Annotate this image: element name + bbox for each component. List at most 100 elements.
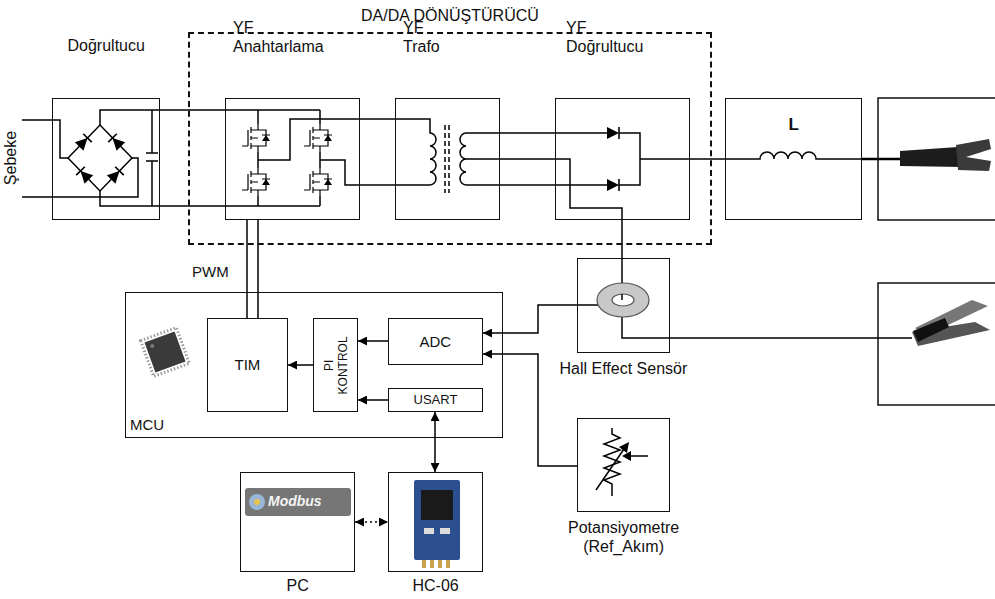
board-component [440, 528, 450, 534]
diode-symbol [75, 134, 92, 151]
node-label: YF Anahtarlama [233, 18, 324, 56]
mosfet-symbol [304, 168, 332, 196]
secondary-winding [460, 133, 500, 185]
transformer-box: YF Trafo [395, 98, 500, 220]
mcu-chip-icon [141, 328, 190, 377]
bridge-output [258, 119, 360, 185]
node-label: DA/DA DÖNÜŞTÜRÜCÜ [361, 6, 539, 25]
node-label: Potansiyometre (Ref_Akım) [568, 518, 679, 556]
node-label: Doğrultucu [68, 36, 145, 55]
connector [355, 521, 388, 523]
potentiometer-box: Potansiyometre (Ref_Akım) [577, 418, 670, 512]
connector [500, 184, 555, 186]
ground-cable [670, 337, 912, 339]
mains-wire [22, 158, 138, 197]
connector [483, 305, 577, 333]
node-label: YF Trafo [403, 18, 440, 56]
pc-box: PC [240, 472, 355, 572]
hf-rectifier-box: YF Doğrultucu [555, 98, 690, 220]
chip-dot [150, 343, 155, 348]
clamp-grip [913, 318, 949, 342]
electrode-jaw [956, 139, 991, 171]
mcu-box: MCU TIM PI KONTROL ADC USART [125, 292, 503, 438]
toroid-hole [612, 294, 634, 306]
capacitor-symbol [146, 110, 158, 206]
mains-label: Şebeke [1, 131, 20, 185]
diode-symbol [107, 167, 124, 184]
mosfet-symbol [242, 124, 270, 152]
bridge-outline [68, 125, 132, 191]
connector [246, 220, 248, 318]
electrode-cable [862, 158, 902, 161]
logo-text: Modbus [268, 493, 322, 510]
resistor-symbol [604, 428, 620, 496]
chip-pins [141, 328, 190, 377]
rectifier-wire [555, 133, 690, 185]
bluetooth-chip [421, 490, 453, 520]
mosfet-symbol [304, 124, 332, 152]
wires [22, 110, 912, 496]
toroid-core [597, 283, 649, 317]
connector [500, 132, 555, 134]
dc-rail [225, 110, 320, 206]
signal-label: PWM [192, 263, 229, 281]
transformer-core [445, 125, 449, 193]
node-label: PI KONTROL [321, 336, 350, 394]
electrode-holder [900, 147, 962, 167]
clamp-panel [878, 283, 995, 405]
usart-block: USART [388, 388, 483, 412]
node-label: HC-06 [413, 576, 459, 595]
electrode-panel [878, 98, 995, 220]
connector [360, 184, 395, 186]
connector [434, 412, 436, 472]
bluetooth-module-box: HC-06 [388, 472, 483, 572]
timer-block: TIM [207, 318, 288, 412]
chip-body [144, 331, 185, 372]
switching-box: YF Anahtarlama [225, 98, 360, 220]
logo-text: Modbus [268, 493, 322, 510]
node-label: TIM [235, 356, 261, 374]
signal-label: PWM [192, 263, 229, 281]
dc-wire [100, 110, 160, 206]
connector [358, 399, 388, 401]
board-component [424, 528, 434, 534]
node-label: PC [287, 576, 309, 595]
mains-wire [22, 120, 68, 158]
connector [257, 220, 259, 318]
node-label: MCU [130, 416, 164, 434]
connector [360, 118, 395, 120]
mosfet-symbol [242, 168, 270, 196]
mains-label: Şebeke [1, 131, 20, 185]
node-label: L [789, 115, 799, 135]
connectors [160, 110, 725, 522]
potentiometer-arrow [596, 446, 648, 490]
connector [358, 340, 388, 342]
connector [690, 158, 725, 160]
node-label: YF Doğrultucu [566, 18, 643, 56]
connector [160, 205, 225, 207]
bridge-leg [258, 110, 320, 206]
pi-control-block: PI KONTROL [313, 318, 358, 412]
logo-flower [254, 499, 260, 505]
connector [288, 364, 313, 366]
sensor-wire [621, 294, 623, 300]
inductor-box: L [725, 98, 862, 220]
adc-block: ADC [388, 318, 483, 365]
node-label: ADC [420, 333, 452, 351]
arrowhead-symbol [619, 442, 631, 461]
board-pins [422, 560, 450, 568]
node-label: USART [414, 392, 458, 408]
modbus-logo [245, 488, 351, 516]
inductor-symbol [725, 152, 862, 159]
primary-winding [395, 119, 436, 185]
sensor-wire [577, 258, 670, 338]
logo-flower [249, 494, 265, 510]
diode-symbol [108, 134, 125, 151]
diode-symbol [607, 127, 619, 139]
rectifier-box: Doğrultucu [52, 98, 160, 220]
diode-symbol [607, 179, 619, 191]
